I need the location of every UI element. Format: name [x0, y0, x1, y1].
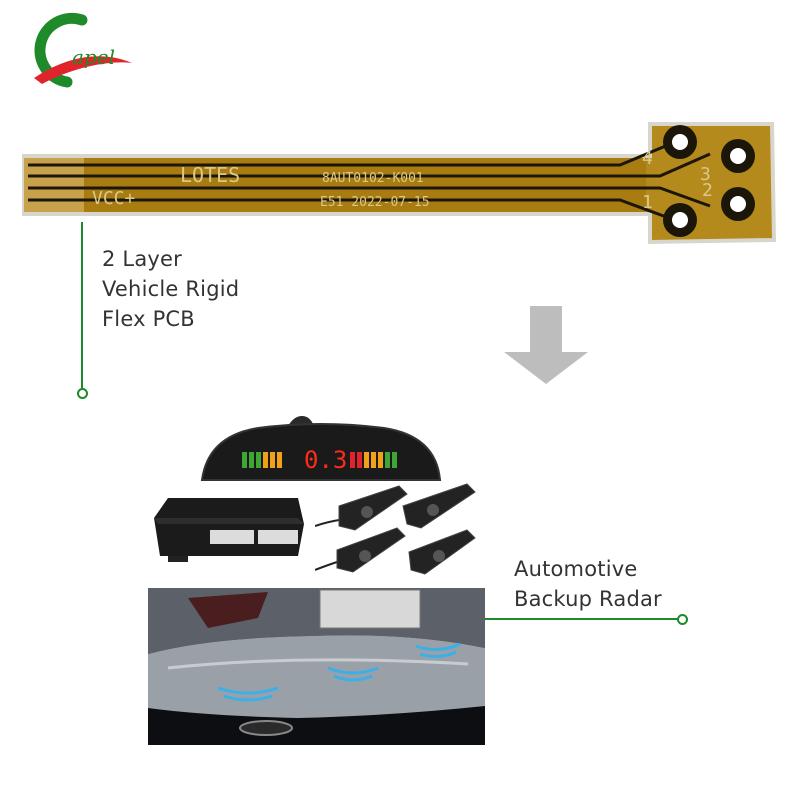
- car-rear-bumper-image: [148, 588, 485, 745]
- pcb-pin-3: 3: [700, 164, 711, 185]
- radar-sensors: [314, 480, 485, 590]
- radar-distance-readout: 0.3: [304, 446, 347, 474]
- pcb-leader-dot: [77, 388, 88, 399]
- radar-left-bars: [242, 452, 282, 468]
- pcb-signal-label: VCC+: [92, 188, 136, 209]
- pcb-caption-line3: Flex PCB: [102, 307, 195, 331]
- down-arrow-icon: [500, 302, 592, 386]
- brand-logo: apel: [12, 8, 137, 93]
- pcb-pin-2: 2: [702, 180, 713, 201]
- radar-caption-line1: Automotive: [514, 557, 638, 581]
- pcb-caption: 2 Layer Vehicle Rigid Flex PCB: [102, 244, 239, 334]
- pcb-caption-line1: 2 Layer: [102, 247, 182, 271]
- pcb-pin-4: 4: [642, 148, 653, 169]
- logo-wordmark: apel: [72, 45, 115, 69]
- pcb-part-number: 8AUT0102-K001: [322, 171, 424, 186]
- radar-right-bars: [350, 452, 397, 468]
- radar-control-box: [148, 494, 308, 566]
- radar-caption: Automotive Backup Radar: [514, 554, 662, 614]
- pcb-caption-line2: Vehicle Rigid: [102, 277, 240, 301]
- radar-leader-dot: [677, 614, 688, 625]
- radar-leader-line: [485, 618, 680, 620]
- pcb-pin-1: 1: [642, 192, 653, 213]
- flex-pcb-image: LOTES 8AUT0102-K001 VCC+ E51 2022-07-15 …: [20, 118, 780, 248]
- pcb-brand-label: LOTES: [180, 163, 240, 187]
- radar-display-unit: 0.3: [198, 412, 443, 487]
- pcb-leader-line: [81, 222, 83, 390]
- radar-caption-line2: Backup Radar: [514, 587, 662, 611]
- pcb-date-label: E51 2022-07-15: [320, 195, 430, 210]
